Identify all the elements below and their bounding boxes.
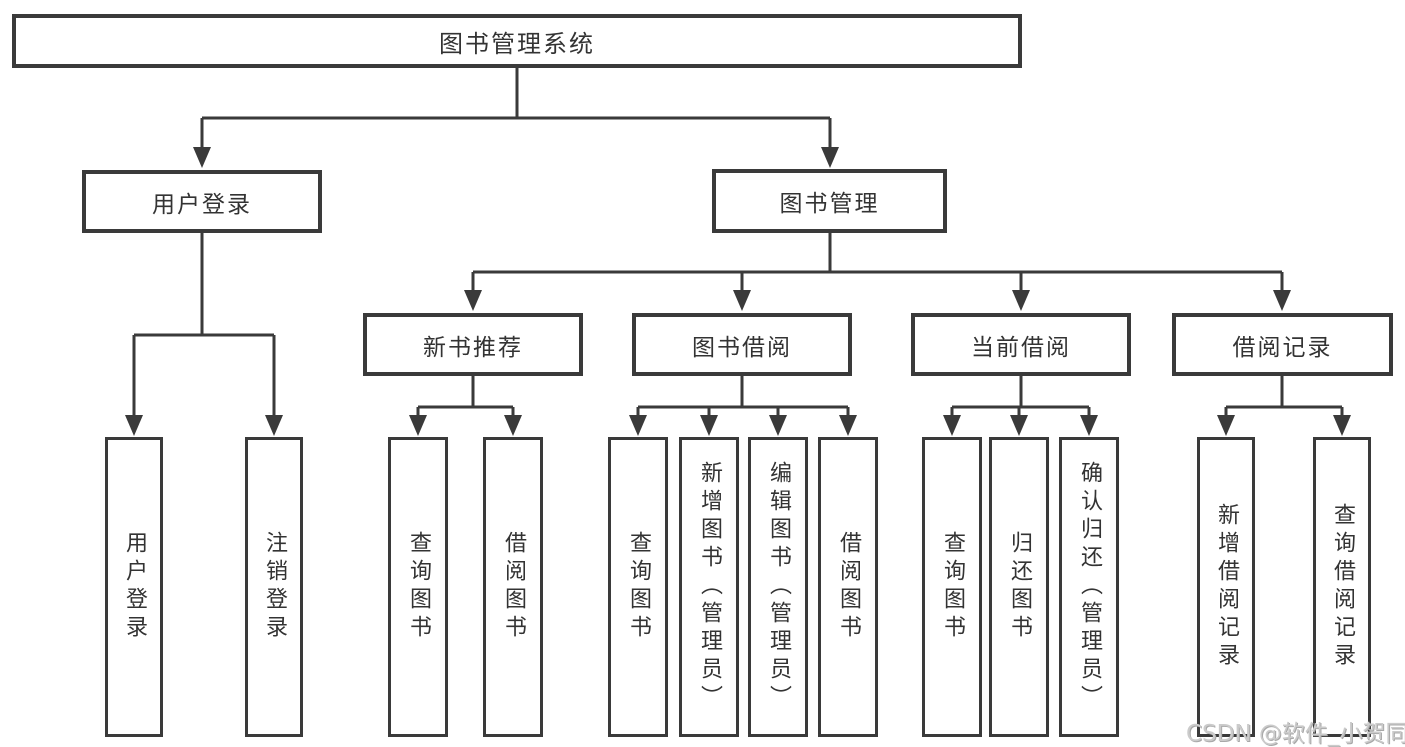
leaf-label: 确认归还（管理员） <box>1077 461 1102 713</box>
node-library-system: 图书管理系统 <box>12 14 1022 68</box>
node-current-borrow: 当前借阅 <box>911 313 1131 376</box>
leaf-label: 新增借阅记录 <box>1214 503 1239 671</box>
csdn-watermark: CSDN @软件_小贺同学 <box>1186 721 1405 747</box>
leaf-return-book: 归还图书 <box>989 437 1049 737</box>
node-borrow-records: 借阅记录 <box>1172 313 1393 376</box>
leaf-user-login: 用户登录 <box>105 437 163 737</box>
node-book-management: 图书管理 <box>712 169 947 233</box>
leaf-borrow-books: 借阅图书 <box>483 437 543 737</box>
node-book-borrow: 图书借阅 <box>632 313 852 376</box>
leaf-label: 借阅图书 <box>836 531 861 643</box>
leaf-label: 归还图书 <box>1007 531 1032 643</box>
leaf-label: 查询图书 <box>626 531 651 643</box>
node-label: 图书管理 <box>779 191 880 217</box>
leaf-logout: 注销登录 <box>245 437 303 737</box>
leaf-label: 查询借阅记录 <box>1330 503 1355 671</box>
leaf-label: 新增图书（管理员） <box>697 461 722 713</box>
leaf-edit-book-admin: 编辑图书（管理员） <box>748 437 808 737</box>
leaf-label: 查询图书 <box>940 531 965 643</box>
leaf-label: 注销登录 <box>262 531 287 643</box>
leaf-label: 查询图书 <box>406 531 431 643</box>
node-label: 用户登录 <box>152 191 252 218</box>
leaf-add-borrow-record: 新增借阅记录 <box>1197 437 1255 737</box>
leaf-label: 用户登录 <box>122 531 147 643</box>
node-label: 图书借阅 <box>692 334 792 361</box>
node-new-book-recommend: 新书推荐 <box>363 313 583 376</box>
leaf-query-books-3: 查询图书 <box>922 437 982 737</box>
node-user-login: 用户登录 <box>82 170 322 233</box>
leaf-query-borrow-record: 查询借阅记录 <box>1313 437 1371 737</box>
leaf-add-book-admin: 新增图书（管理员） <box>679 437 739 737</box>
node-label: 借阅记录 <box>1232 334 1333 361</box>
leaf-borrow-books-2: 借阅图书 <box>818 437 878 737</box>
arrowheads <box>125 147 1351 436</box>
leaf-label: 编辑图书（管理员） <box>766 461 791 713</box>
node-label: 当前借阅 <box>971 334 1071 361</box>
leaf-confirm-return-admin: 确认归还（管理员） <box>1059 437 1119 737</box>
node-label: 新书推荐 <box>423 334 523 361</box>
leaf-query-books-2: 查询图书 <box>608 437 668 737</box>
node-label: 图书管理系统 <box>439 29 595 58</box>
leaf-label: 借阅图书 <box>501 531 526 643</box>
leaf-query-books: 查询图书 <box>388 437 448 737</box>
